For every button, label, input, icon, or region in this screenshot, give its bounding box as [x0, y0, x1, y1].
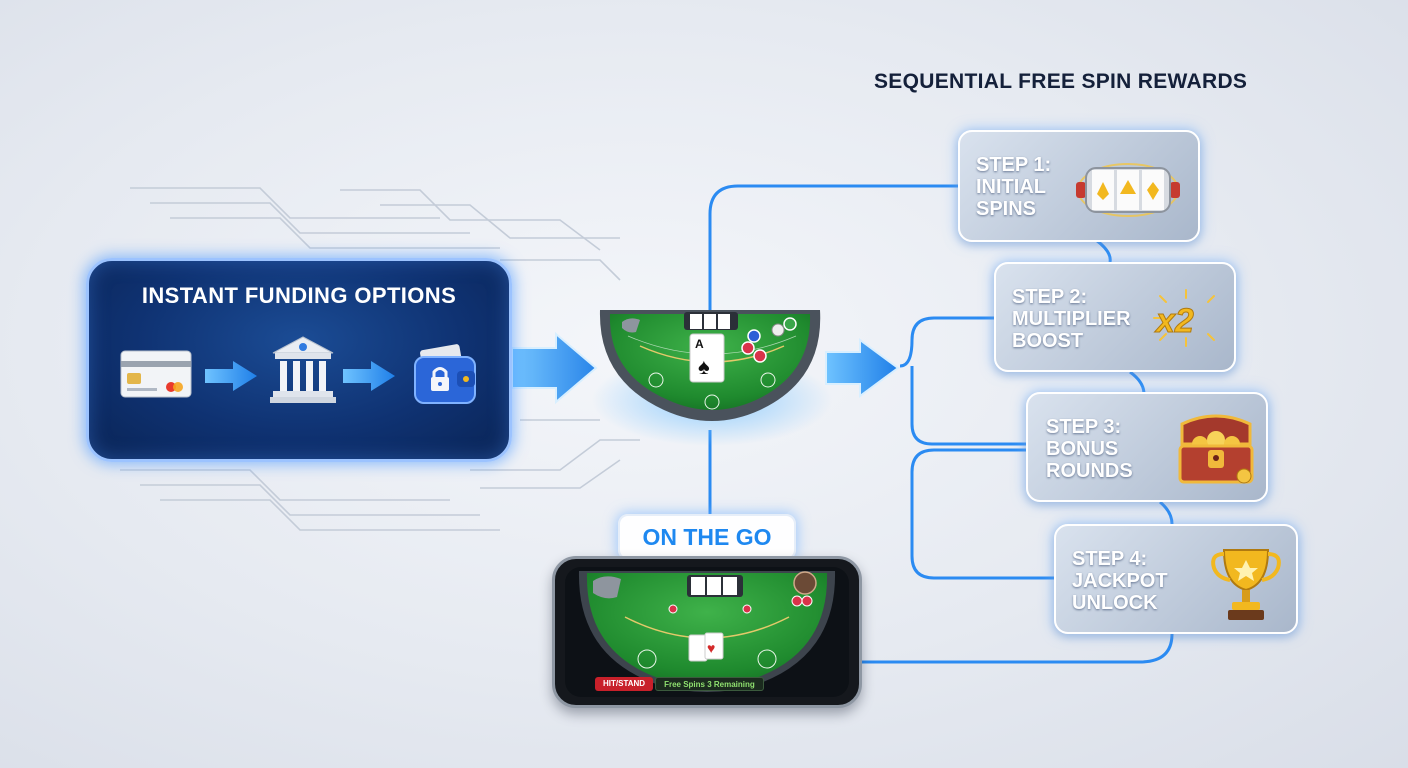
- credit-card-icon: [120, 350, 192, 398]
- phone-table: ♥: [578, 571, 836, 692]
- arrow-table-to-steps: [825, 338, 900, 398]
- connector-step4: [910, 448, 1056, 580]
- step-card-2: STEP 2: MULTIPLIER BOOST x2: [994, 262, 1236, 372]
- multiplier-badge: x2: [1154, 302, 1194, 340]
- mobile-phone: ♥ HIT/STAND Free Spins 3 Remaining: [552, 556, 862, 708]
- wallet-lock-icon: [414, 344, 476, 404]
- spade-icon: ♠: [698, 354, 710, 379]
- bank-icon: [270, 336, 336, 403]
- chain-2-3: [1129, 370, 1146, 395]
- step-card-1: STEP 1: INITIAL SPINS: [958, 130, 1200, 242]
- connector-step3: [910, 366, 1028, 446]
- circuit-traces: [120, 187, 640, 531]
- multiplier-x2-icon: x2: [1153, 289, 1215, 347]
- blackjack-table: A ♠: [592, 310, 832, 446]
- slot-reels-icon: [1076, 163, 1180, 217]
- free-spins-counter: Free Spins 3 Remaining: [655, 677, 764, 691]
- step-3-text: STEP 3: BONUS ROUNDS: [1046, 416, 1133, 482]
- arrow-right-icon: [343, 361, 395, 391]
- chain-1-2: [1095, 238, 1112, 263]
- heart-icon: ♥: [707, 640, 715, 656]
- chain-3-4: [1159, 500, 1174, 525]
- connector-step1: [708, 184, 960, 310]
- connector-step2: [899, 316, 996, 368]
- phone-status-bar: HIT/STAND Free Spins 3 Remaining: [595, 677, 764, 691]
- step-2-text: STEP 2: MULTIPLIER BOOST: [1012, 286, 1131, 352]
- funding-title: INSTANT FUNDING OPTIONS: [141, 283, 457, 308]
- step-4-text: STEP 4: JACKPOT UNLOCK: [1072, 548, 1168, 614]
- on-the-go-badge: ON THE GO: [618, 514, 796, 560]
- rewards-heading: SEQUENTIAL FREE SPIN REWARDS: [874, 70, 1248, 93]
- arrow-funding-to-table: [511, 331, 598, 405]
- step-card-3: STEP 3: BONUS ROUNDS: [1026, 392, 1268, 502]
- funding-panel: INSTANT FUNDING OPTIONS: [86, 258, 512, 462]
- table-card-rank: A: [695, 337, 704, 351]
- connector-step4-phone: [862, 633, 1174, 664]
- step-1-text: STEP 1: INITIAL SPINS: [976, 154, 1052, 220]
- trophy-icon: [1211, 549, 1281, 620]
- phone-screen: ♥ HIT/STAND Free Spins 3 Remaining: [565, 567, 849, 697]
- hit-stand-button[interactable]: HIT/STAND: [595, 677, 654, 691]
- treasure-chest-icon: [1178, 414, 1254, 484]
- step-card-4: STEP 4: JACKPOT UNLOCK: [1054, 524, 1298, 634]
- arrow-right-icon: [205, 361, 257, 391]
